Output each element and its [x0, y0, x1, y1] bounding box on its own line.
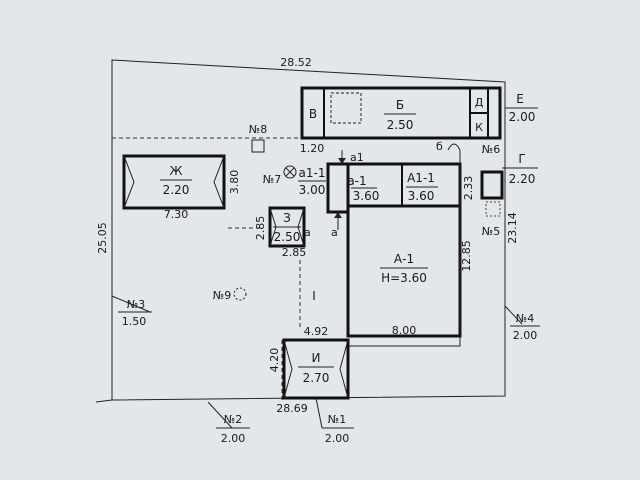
gate-arc: [447, 143, 461, 151]
roof-mark: [339, 339, 349, 399]
building-i-height: 2.70: [303, 371, 330, 385]
building-d-letter: Д: [475, 96, 484, 109]
building-A1-1-height: 3.60: [408, 189, 435, 203]
building-i-letter: И: [312, 351, 321, 365]
building-b-height: 2.50: [387, 118, 414, 132]
point-n5: №5: [482, 225, 500, 238]
point-n4-value: 2.00: [513, 329, 538, 342]
mark-a-z: а: [304, 226, 311, 239]
dim-zh-height: 3.80: [228, 170, 241, 195]
building-A1-1-letter: А1-1: [407, 171, 435, 185]
building-g-letter: Г: [518, 152, 525, 166]
dim-i-width: 4.92: [304, 325, 329, 338]
entrance-arrow-head: [334, 212, 342, 218]
point-n7-cross: [285, 167, 295, 177]
mark-a1: а1: [350, 151, 364, 164]
dim-z-width: 2.85: [254, 216, 267, 241]
building-a-1-letter: а-1: [347, 174, 366, 188]
building-z: [268, 206, 306, 248]
dim-zh-width: 7.30: [164, 208, 189, 221]
callout-leader: [207, 401, 233, 429]
building-a1-1-letter: а1-1: [299, 166, 326, 180]
point-n2-label: №2: [224, 413, 242, 426]
mark-b: б: [436, 140, 443, 153]
building-zh: [122, 154, 226, 210]
building-a-1-height: 3.60: [353, 189, 380, 203]
building-e-letter: Е: [516, 92, 524, 106]
point-n3-value: 1.50: [122, 315, 147, 328]
point-n1-value: 2.00: [325, 432, 350, 445]
building-A-1-letter: А-1: [394, 252, 414, 266]
building-v-letter: В: [309, 107, 317, 121]
roof-mark: [283, 339, 293, 399]
dim-i-height: 4.20: [268, 348, 281, 373]
point-n8: №8: [249, 123, 267, 136]
point-n2-value: 2.00: [221, 432, 246, 445]
callout-leader: [111, 295, 151, 313]
mark-a: а: [331, 226, 338, 239]
point-n3-label: №3: [127, 298, 145, 311]
dim-g-height: 2.33: [462, 176, 475, 201]
roof-mark: [123, 155, 135, 209]
point-n7-marker: [283, 165, 297, 179]
dim-b-offset: 1.20: [300, 142, 325, 155]
building-z-height: 2.50: [274, 230, 301, 244]
point-n6: №6: [482, 143, 500, 156]
point-n1-label: №1: [328, 413, 346, 426]
building-zh-letter: Ж: [170, 164, 183, 178]
point-n9: №9: [213, 289, 231, 302]
building-zh-height: 2.20: [163, 183, 190, 197]
roof-mark: [213, 155, 225, 209]
callout-leader: [315, 397, 323, 429]
courtyard-label: I: [312, 289, 316, 303]
building-A-1-height: Н=3.60: [381, 271, 427, 285]
dim-a1-width: 8.00: [392, 324, 417, 337]
dim-top-width: 28.52: [280, 56, 312, 69]
fence-line: [348, 150, 461, 347]
dim-left-height: 25.05: [96, 222, 109, 254]
building-k-letter: К: [475, 121, 483, 134]
point-n8-marker: [251, 139, 265, 153]
building-b-inner: [330, 92, 362, 124]
building-a1-1-height: 3.00: [299, 183, 326, 197]
dim-a1-height: 12.85: [460, 240, 473, 272]
plot-boundary: [111, 59, 506, 401]
dim-bottom-width: 28.69: [276, 402, 308, 415]
building-g-height: 2.20: [509, 172, 536, 186]
boundary-extension: [95, 399, 113, 403]
point-n7: №7: [263, 173, 281, 186]
building-g: [480, 170, 504, 200]
building-e-height: 2.00: [509, 110, 536, 124]
callout-leader: [504, 305, 523, 325]
point-n4-label: №4: [516, 312, 534, 325]
building-b: [300, 86, 502, 140]
building-z-letter: З: [283, 211, 291, 225]
dim-z-height: 2.85: [282, 246, 307, 259]
point-n9-marker: [233, 287, 247, 301]
entrance-arrow-head: [338, 158, 346, 164]
dim-right-height: 23.14: [506, 212, 519, 244]
point-n5-marker: [485, 201, 501, 217]
building-b-letter: Б: [396, 98, 404, 112]
